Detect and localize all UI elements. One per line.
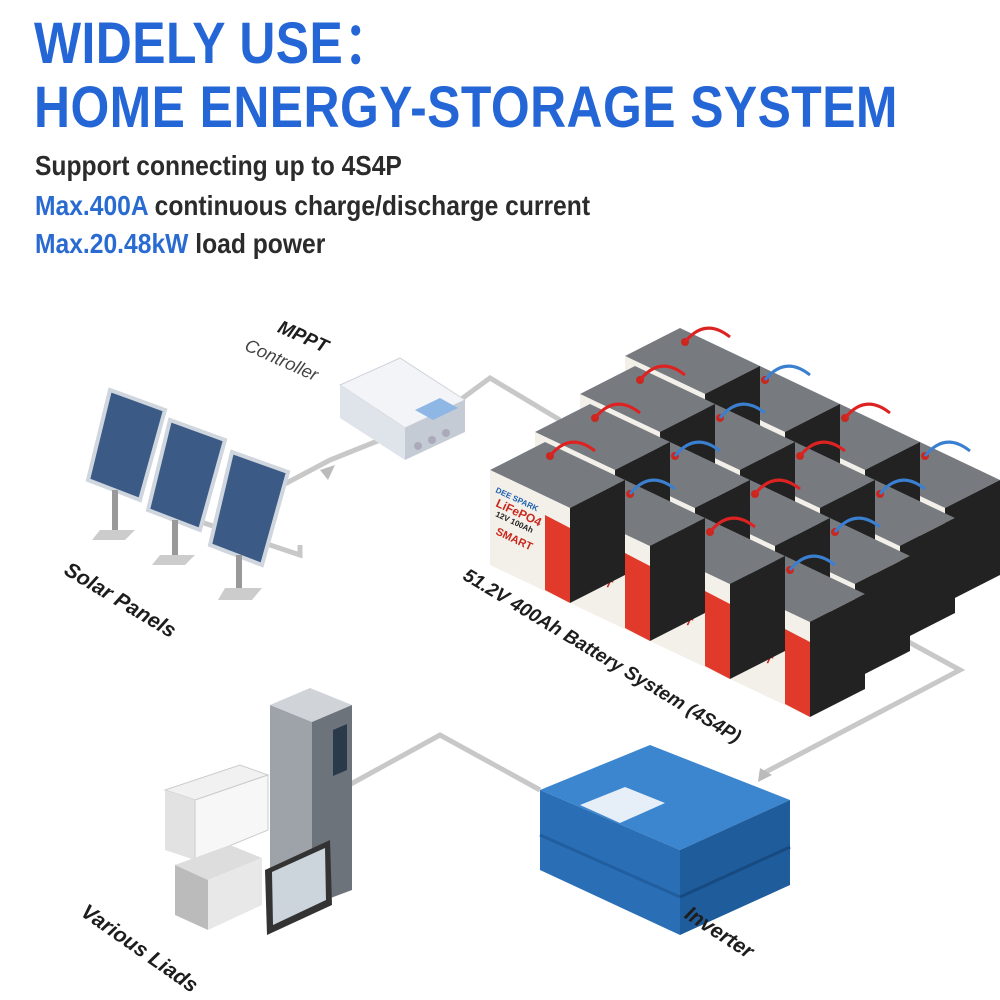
- solar-panels: [85, 387, 291, 600]
- mppt-controller: [338, 357, 467, 460]
- solar-panel: [145, 417, 228, 565]
- feature-3-text: load power: [188, 228, 326, 259]
- inverter: [539, 745, 791, 935]
- feature-2-highlight: Max.400A: [35, 190, 148, 221]
- arrow-icon: [320, 465, 335, 480]
- feature-3-highlight: Max.20.48kW: [35, 228, 189, 259]
- arrow-icon: [758, 768, 772, 782]
- solar-panel: [85, 387, 168, 540]
- feature-3: Max.20.48kW load power: [35, 228, 325, 260]
- air-conditioner: [163, 764, 270, 861]
- feature-1: Support connecting up to 4S4P: [35, 150, 402, 182]
- outdoor-unit: [175, 845, 262, 930]
- solar-panel: [207, 449, 291, 600]
- household-loads: [163, 688, 352, 935]
- feature-2-text: continuous charge/discharge current: [147, 190, 591, 221]
- feature-2: Max.400A continuous charge/discharge cur…: [35, 190, 590, 222]
- title-line-2: HOME ENERGY-STORAGE SYSTEM: [34, 75, 898, 140]
- title-line-1: WIDELY USE：: [34, 11, 394, 76]
- tablet-monitor: [265, 840, 332, 935]
- feature-1-text: Support connecting up to 4S4P: [35, 150, 402, 181]
